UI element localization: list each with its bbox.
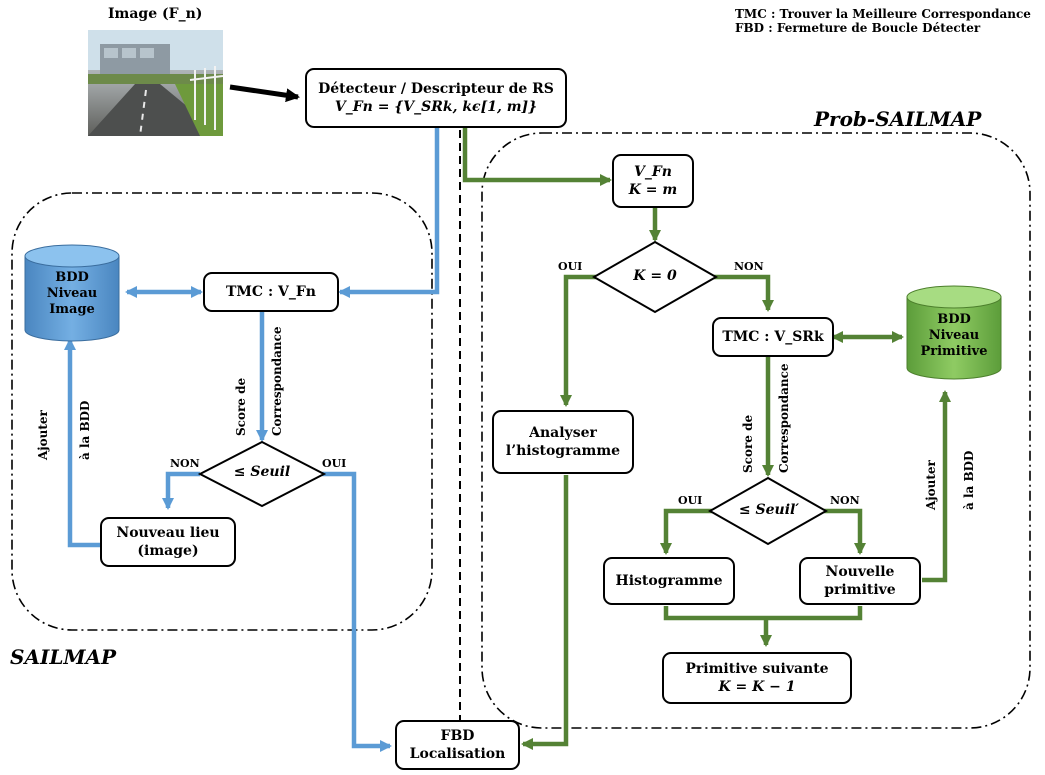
- legend-tmc: TMC : Trouver la Meilleure Correspondanc…: [735, 7, 1031, 21]
- arrow-k-oui-to-analyser: [560, 274, 596, 407]
- analyser-line1: Analyser: [529, 425, 597, 441]
- fbd-localisation-box: FBD Localisation: [395, 720, 520, 770]
- sailmap-correspondance-label: Correspondance: [270, 318, 284, 436]
- histogramme-box: Histogramme: [603, 557, 735, 605]
- prob-decision-text: ≤ Seuil′: [738, 502, 800, 518]
- sailmap-score-line2: Correspondance: [270, 326, 284, 436]
- db-primitive-label: BDD Niveau Primitive: [907, 312, 1001, 360]
- prob-decision-seuil-diamond: [707, 476, 829, 546]
- prob-decision-label: ≤ Seuil′: [734, 502, 804, 518]
- k-non-label: NON: [734, 260, 764, 273]
- sailmap-add-bdd-label: à la BDD: [78, 400, 92, 460]
- seuil-non-label: NON: [830, 494, 860, 507]
- seuil-oui-label: OUI: [678, 494, 703, 507]
- prob-tmc-box: TMC : V_SRk: [712, 317, 834, 357]
- db-image-line3: Image: [49, 302, 95, 317]
- prob-tmc-label: TMC : V_SRk: [722, 329, 824, 345]
- sailmap-region-border: [11, 192, 433, 631]
- new-primitive-box: Nouvelle primitive: [799, 557, 921, 605]
- new-primitive-line2: primitive: [824, 582, 896, 598]
- prob-add-bdd-label: à la BDD: [962, 450, 976, 510]
- image-label: Image (F_n): [108, 6, 202, 22]
- detector-formula: V_Fn = {V_SRk, kϵ[1, m]}: [334, 99, 538, 115]
- arrow-decision-oui-to-histogramme: [660, 508, 712, 555]
- arrow-k-non-to-tmc: [714, 274, 774, 312]
- new-primitive-line1: Nouvelle: [825, 564, 895, 580]
- db-primitive-line3: Primitive: [920, 344, 988, 359]
- db-primitive-line1: BDD: [937, 312, 971, 327]
- fbd-line2: Localisation: [409, 746, 506, 762]
- arrow-analyser-to-fbd: [521, 475, 569, 750]
- prob-sailmap-title: Prob-SAILMAP: [814, 107, 982, 131]
- prob-add-label: Ajouter: [924, 460, 938, 510]
- sailmap-tmc-box: TMC : V_Fn: [203, 272, 339, 312]
- next-primitive-box: Primitive suivante K = K − 1: [662, 652, 852, 704]
- sailmap-title: SAILMAP: [10, 645, 117, 669]
- arrow-new-prim-to-db: [922, 390, 951, 583]
- detector-box: Détecteur / Descripteur de RS V_Fn = {V_…: [305, 68, 567, 128]
- k-oui-label: OUI: [558, 260, 583, 273]
- arrow-decision-to-fbd: [322, 471, 392, 752]
- decision-k-label: K = 0: [620, 268, 690, 284]
- db-image-cylinder: [24, 244, 120, 342]
- sailmap-decision-diamond: [197, 440, 327, 508]
- db-primitive-line2: Niveau: [928, 328, 980, 343]
- db-image-label: BDD Niveau Image: [25, 270, 119, 318]
- next-primitive-line1: Primitive suivante: [685, 661, 829, 677]
- sailmap-non-label: NON: [170, 457, 200, 470]
- arrow-detector-to-init: [462, 128, 612, 186]
- sailmap-oui-label: OUI: [322, 457, 347, 470]
- decision-k-text: K = 0: [633, 268, 677, 284]
- legend-fbd: FBD : Fermeture de Boucle Détecter: [735, 21, 981, 35]
- analyser-line2: l’histogramme: [505, 443, 621, 459]
- arrow-image-to-detector: [229, 84, 300, 103]
- analyser-box: Analyser l’histogramme: [492, 410, 634, 474]
- next-primitive-line2: K = K − 1: [718, 679, 796, 695]
- db-image-line2: Niveau: [46, 286, 98, 301]
- sailmap-tmc-label: TMC : V_Fn: [226, 284, 316, 300]
- db-primitive-cylinder: [906, 285, 1002, 380]
- prob-sailmap-region-border: [481, 132, 1031, 729]
- prob-score-label: Score de: [741, 414, 755, 473]
- sailmap-score-line1: Score de: [234, 377, 248, 436]
- road-photo: [88, 30, 224, 137]
- fbd-line1: FBD: [440, 728, 475, 744]
- prob-correspondance-label: Correspondance: [777, 363, 791, 473]
- sailmap-decision-text: ≤ Seuil: [233, 464, 291, 480]
- init-box: V_Fn K = m: [612, 154, 694, 208]
- new-place-box: Nouveau lieu (image): [100, 517, 236, 567]
- sailmap-add-label: Ajouter: [36, 410, 50, 460]
- new-place-line1: Nouveau lieu: [116, 525, 220, 541]
- arrow-decision-to-new-place: [162, 471, 200, 510]
- sailmap-score-label: Score de: [234, 318, 248, 436]
- arrow-new-place-to-db: [64, 338, 100, 548]
- legend: TMC : Trouver la Meilleure Correspondanc…: [735, 7, 1031, 35]
- db-image-line1: BDD: [55, 270, 89, 285]
- detector-title: Détecteur / Descripteur de RS: [318, 81, 554, 97]
- sailmap-decision-label: ≤ Seuil: [226, 464, 298, 480]
- prob-decision-k-diamond: [591, 240, 719, 314]
- new-place-line2: (image): [137, 543, 199, 559]
- init-line2: K = m: [628, 182, 678, 198]
- arrow-detector-to-tmc: [338, 128, 440, 298]
- image-label-text: Image (F_n): [108, 6, 203, 22]
- merge-to-next: [663, 606, 863, 645]
- init-line1: V_Fn: [634, 164, 672, 180]
- arrow-decision-non-to-new-prim: [824, 508, 866, 555]
- histogramme-label: Histogramme: [615, 573, 723, 589]
